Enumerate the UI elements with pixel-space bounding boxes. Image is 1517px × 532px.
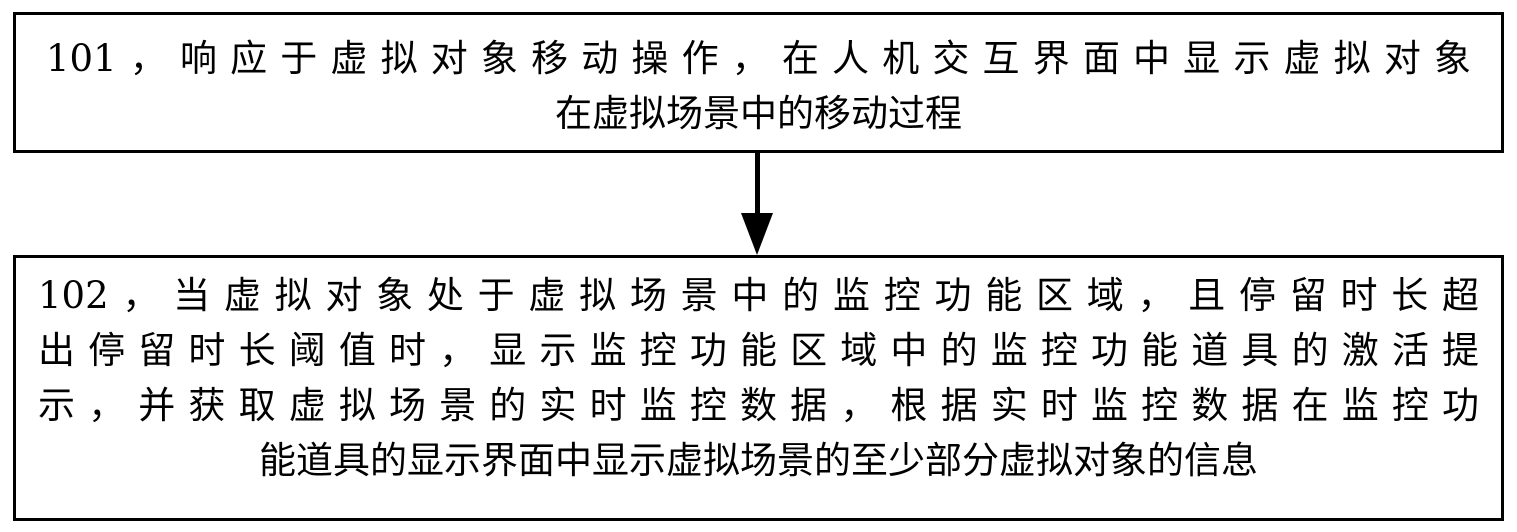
flowchart-node-step-101: 101，响应于虚拟对象移动操作，在人机交互界面中显示虚拟对象 在虚拟场景中的移动… (13, 12, 1504, 153)
arrow-step-101-to-step-102 (741, 150, 774, 256)
flowchart-node-step-102: 102，当虚拟对象处于虚拟场景中的监控功能区域，且停留时长超 出停留时长阈值时，… (13, 255, 1504, 521)
node-step-101-text: 101，响应于虚拟对象移动操作，在人机交互界面中显示虚拟对象 在虚拟场景中的移动… (16, 31, 1501, 141)
node-step-102-line-2: 出停留时长阈值时，显示监控功能区域中的监控功能道具的激活提 (38, 329, 1479, 372)
node-step-101-line-1: 101，响应于虚拟对象移动操作，在人机交互界面中显示虚拟对象 (46, 37, 1471, 80)
arrow-shaft (755, 150, 760, 216)
node-step-102-line-3: 示，并获取虚拟场景的实时监控数据，根据实时监控数据在监控功 (38, 384, 1479, 427)
node-step-102-line-1: 102，当虚拟对象处于虚拟场景中的监控功能区域，且停留时长超 (38, 274, 1479, 317)
arrowhead-down-icon (741, 213, 773, 255)
node-step-101-line-2: 在虚拟场景中的移动过程 (555, 92, 962, 135)
node-step-102-text: 102，当虚拟对象处于虚拟场景中的监控功能区域，且停留时长超 出停留时长阈值时，… (16, 268, 1501, 488)
node-step-102-line-4: 能道具的显示界面中显示虚拟场景的至少部分虚拟对象的信息 (259, 439, 1258, 482)
